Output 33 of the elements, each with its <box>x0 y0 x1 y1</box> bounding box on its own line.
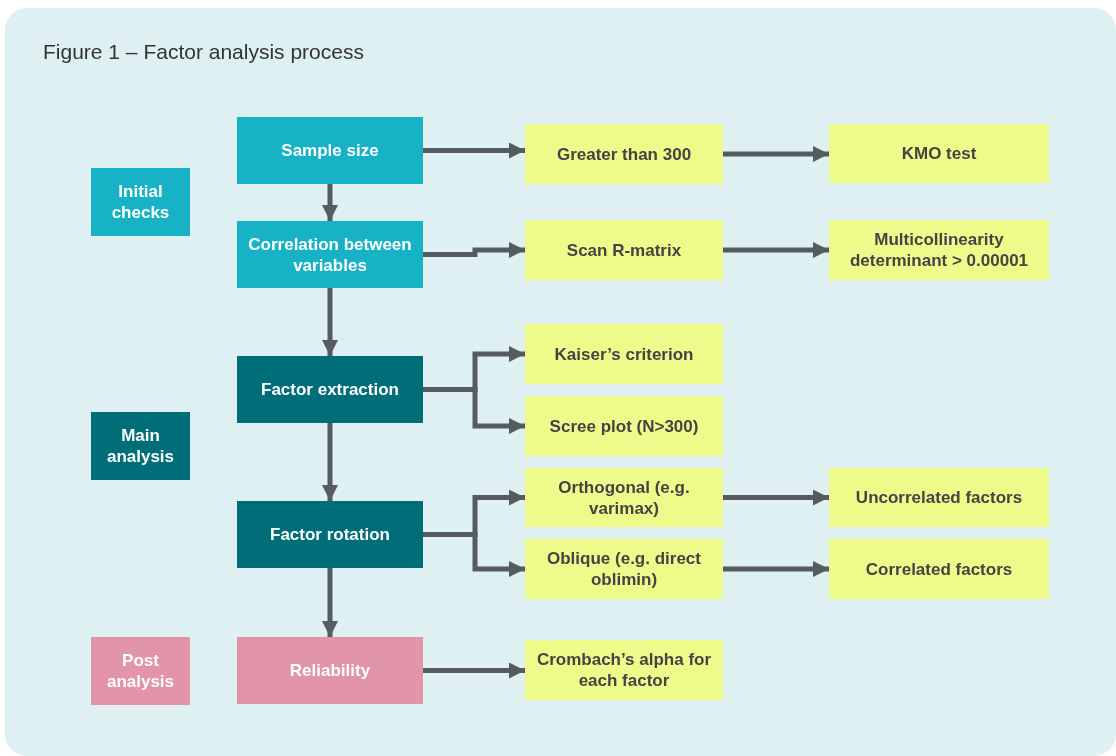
arrow <box>723 146 829 162</box>
step-box: Factor extraction <box>237 356 423 423</box>
figure-title: Figure 1 – Factor analysis process <box>43 40 364 64</box>
arrow <box>322 568 338 637</box>
result-box: Uncorrelated factors <box>829 468 1049 527</box>
result-box: Correlated factors <box>829 539 1049 599</box>
step-box: Reliability <box>237 637 423 704</box>
arrow <box>322 423 338 501</box>
arrow <box>723 489 829 506</box>
arrow <box>423 242 525 258</box>
category-box: Main analysis <box>91 412 190 480</box>
result-box: Scan R-matrix <box>525 220 723 280</box>
category-box: Post analysis <box>91 637 190 705</box>
result-box: Scree plot (N>300) <box>525 396 723 456</box>
arrow <box>322 288 338 356</box>
result-box: KMO test <box>829 124 1049 183</box>
result-box: Greater than 300 <box>525 124 723 184</box>
result-box: Crombach’s alpha for each factor <box>525 640 723 700</box>
arrow <box>723 242 829 258</box>
arrow <box>322 184 338 221</box>
arrow <box>423 662 525 679</box>
arrow <box>723 561 829 577</box>
step-box: Sample size <box>237 117 423 184</box>
result-box: Kaiser’s criterion <box>525 324 723 384</box>
result-box: Multicollinearity determinant > 0.00001 <box>829 220 1049 280</box>
arrow <box>423 142 525 159</box>
arrow <box>423 532 525 577</box>
result-box: Orthogonal (e.g. varimax) <box>525 468 723 527</box>
category-box: Initial checks <box>91 168 190 236</box>
arrow <box>423 387 525 434</box>
step-box: Correlation between variables <box>237 221 423 288</box>
step-box: Factor rotation <box>237 501 423 568</box>
result-box: Oblique (e.g. direct oblimin) <box>525 539 723 599</box>
